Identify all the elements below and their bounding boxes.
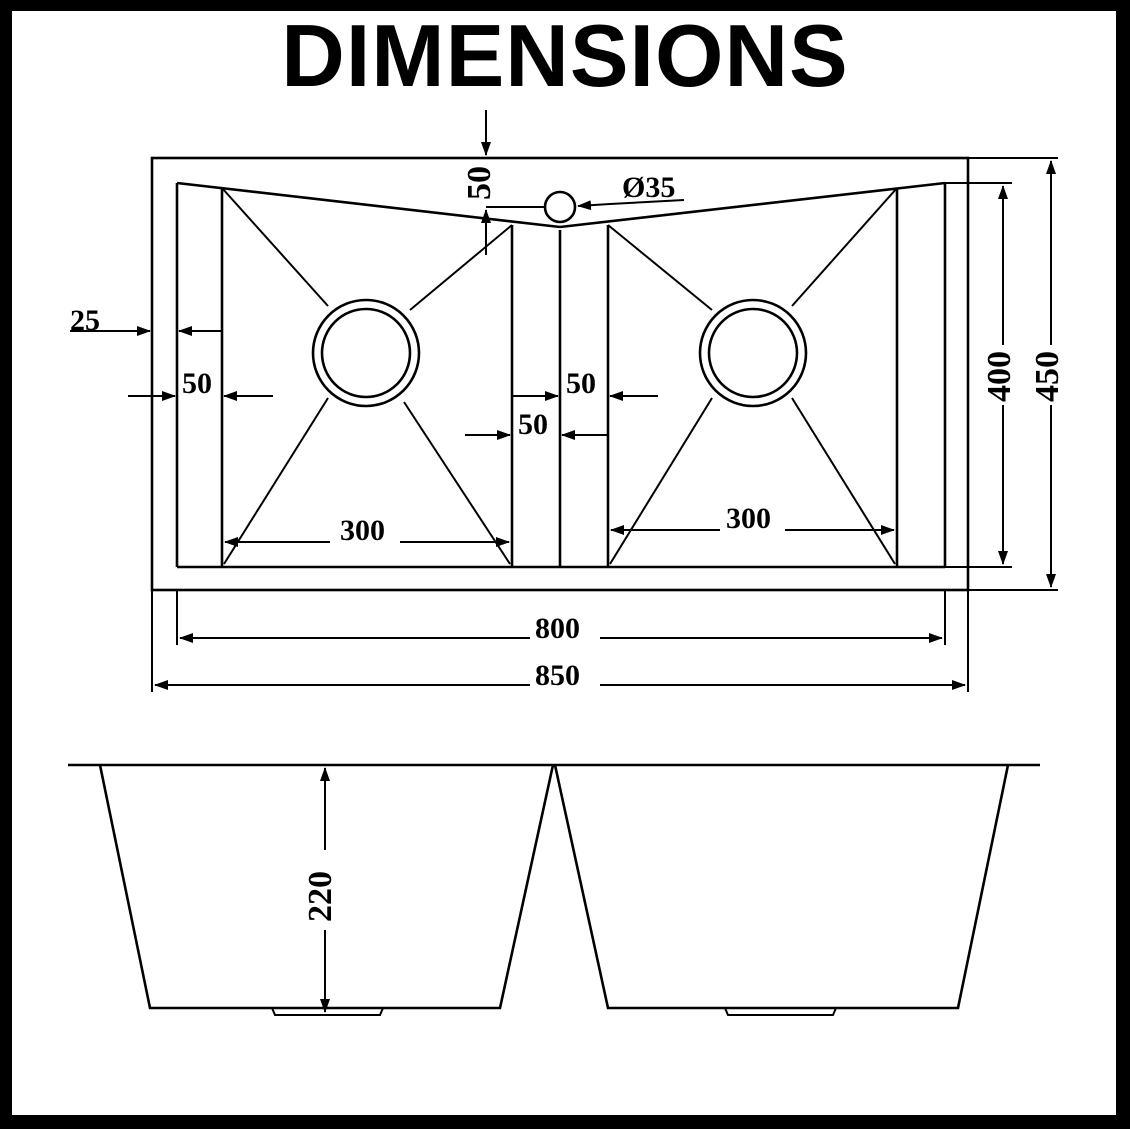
- left-drain-profile: [271, 1007, 384, 1016]
- dim-left-50-label: 50: [182, 367, 212, 400]
- left-drain-inner: [320, 307, 412, 399]
- dim-hole-arrow: [577, 200, 611, 211]
- dim-left-300-label: 300: [340, 514, 385, 547]
- page-title: DIMENSIONS: [281, 6, 849, 105]
- side-view: 220: [68, 763, 1040, 1016]
- dim-hole-label: Ø35: [622, 171, 675, 204]
- right-drain-inner: [707, 307, 799, 399]
- tap-hole: [543, 190, 577, 224]
- right-drain-outer: [698, 298, 808, 408]
- right-bowl-profile: [553, 764, 1010, 1010]
- dim-div-left-50-label: 50: [518, 408, 548, 441]
- dim-220-label: 220: [302, 871, 339, 922]
- dim-850-label: 850: [535, 659, 580, 692]
- dim-25-label: 25: [70, 304, 100, 337]
- right-bowl: [606, 187, 899, 567]
- right-drain-profile: [724, 1007, 837, 1016]
- left-drain-outer: [311, 298, 421, 408]
- dim-right-300-label: 300: [726, 502, 771, 535]
- dim-450-label: 450: [1029, 351, 1066, 402]
- top-view: 50 Ø35 25 50 50 50 300 300 400: [70, 110, 1066, 692]
- dim-div-right-50-label: 50: [566, 367, 596, 400]
- dim-top-50-label: 50: [461, 166, 498, 200]
- left-bowl: [220, 187, 514, 567]
- dim-800-label: 800: [535, 612, 580, 645]
- dim-400-label: 400: [981, 351, 1018, 402]
- outer-rim-outline: [150, 156, 970, 592]
- rim-slope-left: [176, 181, 561, 229]
- rim-slope-right: [559, 181, 946, 229]
